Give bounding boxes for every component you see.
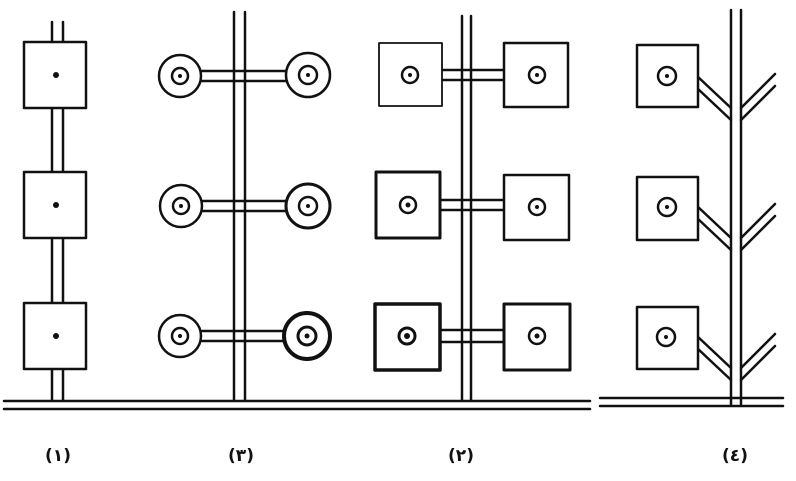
panel-3-connector bbox=[200, 329, 288, 343]
panel-2-cell bbox=[502, 173, 571, 242]
panel-label-1: (١) bbox=[45, 446, 71, 466]
panel-label-3: (٣) bbox=[228, 446, 254, 466]
panel-4-branch bbox=[695, 72, 777, 122]
panel-3-trunk bbox=[232, 10, 247, 402]
panel-4-branch bbox=[695, 202, 777, 252]
panel-2-connector bbox=[438, 198, 506, 212]
panel-label-2: (٢) bbox=[448, 446, 474, 466]
panel-1-cell bbox=[22, 301, 88, 371]
panel-4-cell bbox=[635, 175, 700, 242]
panel-1 bbox=[22, 20, 88, 402]
panel-4-branch bbox=[695, 332, 777, 382]
ground-line-right bbox=[598, 396, 785, 408]
panel-3 bbox=[157, 10, 332, 402]
panel-2-connector bbox=[440, 68, 506, 82]
panel-3-cell bbox=[282, 311, 332, 361]
panel-3-connector bbox=[198, 69, 290, 83]
panel-1-cell bbox=[22, 170, 88, 240]
panel-2-cell bbox=[502, 302, 572, 372]
panel-3-cell bbox=[284, 51, 332, 99]
panel-2-cell bbox=[374, 170, 442, 240]
panel-1-cell bbox=[22, 40, 88, 110]
panel-3-cell bbox=[158, 183, 204, 229]
panel-3-cell bbox=[284, 182, 332, 230]
panel-3-cell bbox=[157, 53, 203, 99]
ground-line-left bbox=[2, 399, 592, 411]
panel-2-cell bbox=[502, 41, 570, 109]
panel-3-cell bbox=[157, 313, 203, 359]
panel-2-connector bbox=[438, 328, 506, 344]
panel-2-cell bbox=[378, 42, 443, 107]
panel-3-connector bbox=[200, 199, 290, 213]
panel-2 bbox=[373, 14, 572, 402]
panel-4-cell bbox=[635, 305, 700, 371]
panel-4 bbox=[635, 8, 777, 406]
panel-4-cell bbox=[635, 43, 700, 109]
panel-4-trunk bbox=[729, 8, 743, 406]
panel-label-4: (٤) bbox=[722, 446, 748, 466]
panel-2-cell bbox=[373, 302, 442, 372]
